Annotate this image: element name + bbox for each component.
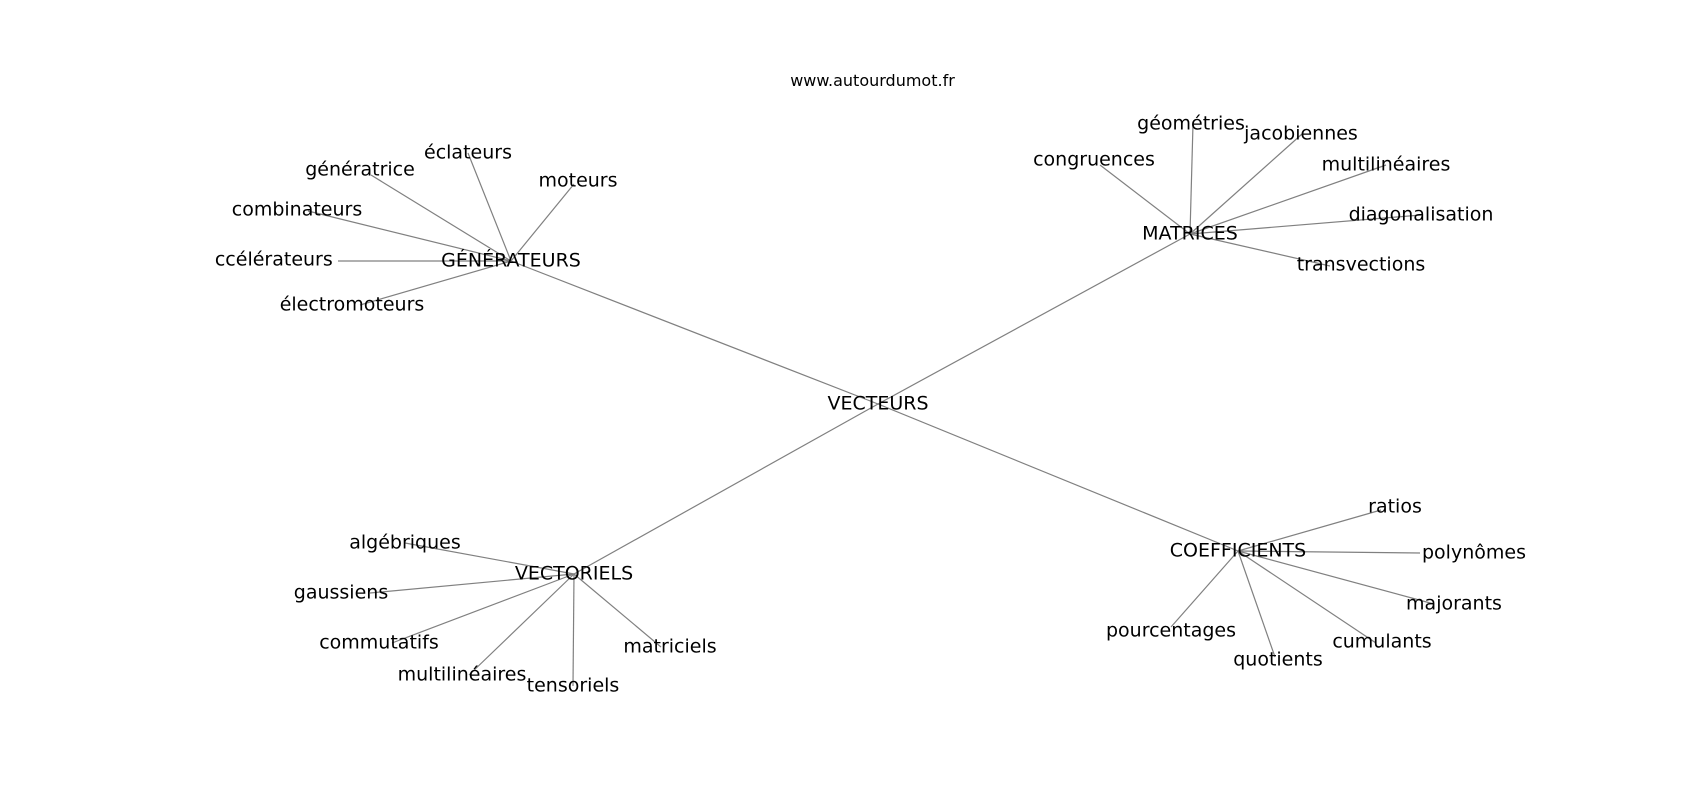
node-cumulants: cumulants (1332, 631, 1431, 653)
node-multilineaires-v: multilinéaires (398, 664, 527, 686)
node-moteurs: moteurs (538, 170, 617, 192)
edge-generateurs-moteurs (510, 183, 575, 262)
node-generatrice: génératrice (305, 159, 415, 181)
edge-vectoriels-commutatifs (391, 573, 575, 644)
edge-coefficients-majorants (1237, 550, 1435, 605)
edge-matrices-diagonalisation (1189, 214, 1422, 235)
edge-matrices-transvections (1189, 233, 1331, 267)
edge-matrices-geometries (1189, 123, 1194, 235)
node-geometries: géométries (1137, 113, 1245, 135)
node-diagonalisation: diagonalisation (1349, 204, 1494, 226)
edge-generateurs-eclateurs (467, 152, 512, 262)
node-transvections: transvections (1297, 254, 1426, 276)
node-jacobiennes: jacobiennes (1243, 123, 1358, 145)
graph-edges (307, 123, 1435, 687)
edge-coefficients-polynomes (1237, 550, 1421, 554)
edge-coefficients-cumulants (1237, 550, 1377, 644)
edge-matrices-jacobiennes (1189, 133, 1303, 235)
node-electromoteurs: électromoteurs (280, 294, 425, 316)
node-matriciels: matriciels (623, 636, 716, 658)
node-matrices: MATRICES (1142, 223, 1238, 245)
edge-root-coefficients (877, 403, 1239, 552)
node-pourcentages: pourcentages (1106, 620, 1236, 642)
edge-generateurs-combinateurs (307, 210, 512, 262)
node-quotients: quotients (1233, 649, 1323, 671)
node-combinateurs: combinateurs (232, 199, 363, 221)
edge-generateurs-electromoteurs (359, 260, 512, 306)
node-eclateurs: éclateurs (424, 142, 512, 164)
graph-labels: VECTEURS GÉNÉRATEURS génératrice éclateurs m… (203, 113, 1526, 697)
node-congruences: congruences (1033, 149, 1155, 171)
edge-coefficients-ratios (1237, 509, 1382, 552)
node-multilineaires-m: multilinéaires (1322, 154, 1451, 176)
edge-vectoriels-algebriques (404, 542, 575, 575)
node-tensoriels: tensoriels (527, 675, 620, 697)
node-vecteurs: VECTEURS (827, 393, 928, 415)
node-commutatifs: commutatifs (319, 632, 439, 654)
node-gaussiens: gaussiens (294, 582, 388, 604)
node-coefficients: COEFFICIENTS (1170, 540, 1306, 562)
edge-coefficients-pourcentages (1170, 550, 1239, 628)
edge-vectoriels-multilineaires-v (468, 573, 575, 676)
node-ratios: ratios (1368, 496, 1422, 518)
edge-vectoriels-tensoriels (572, 573, 575, 687)
source-url: www.autourdumot.fr (790, 71, 955, 90)
edge-root-vectoriels (573, 403, 879, 575)
edge-root-matrices (877, 233, 1191, 405)
node-accelerateurs: accélérateurs (203, 249, 333, 271)
edge-matrices-congruences (1099, 164, 1191, 235)
node-generateurs: GÉNÉRATEURS (441, 249, 581, 272)
plot-left-clip (0, 0, 214, 800)
edge-root-generateurs (510, 260, 879, 405)
node-majorants: majorants (1406, 593, 1502, 615)
edge-coefficients-quotients (1237, 550, 1276, 658)
edge-vectoriels-gaussiens (369, 573, 575, 594)
node-vectoriels: VECTORIELS (515, 563, 633, 585)
edge-generateurs-generatrice (370, 174, 512, 262)
node-polynomes: polynômes (1422, 542, 1526, 564)
edge-matrices-multilineaires-m (1189, 164, 1387, 235)
node-algebriques: algébriques (349, 532, 461, 554)
edge-vectoriels-matriciels (573, 573, 662, 648)
